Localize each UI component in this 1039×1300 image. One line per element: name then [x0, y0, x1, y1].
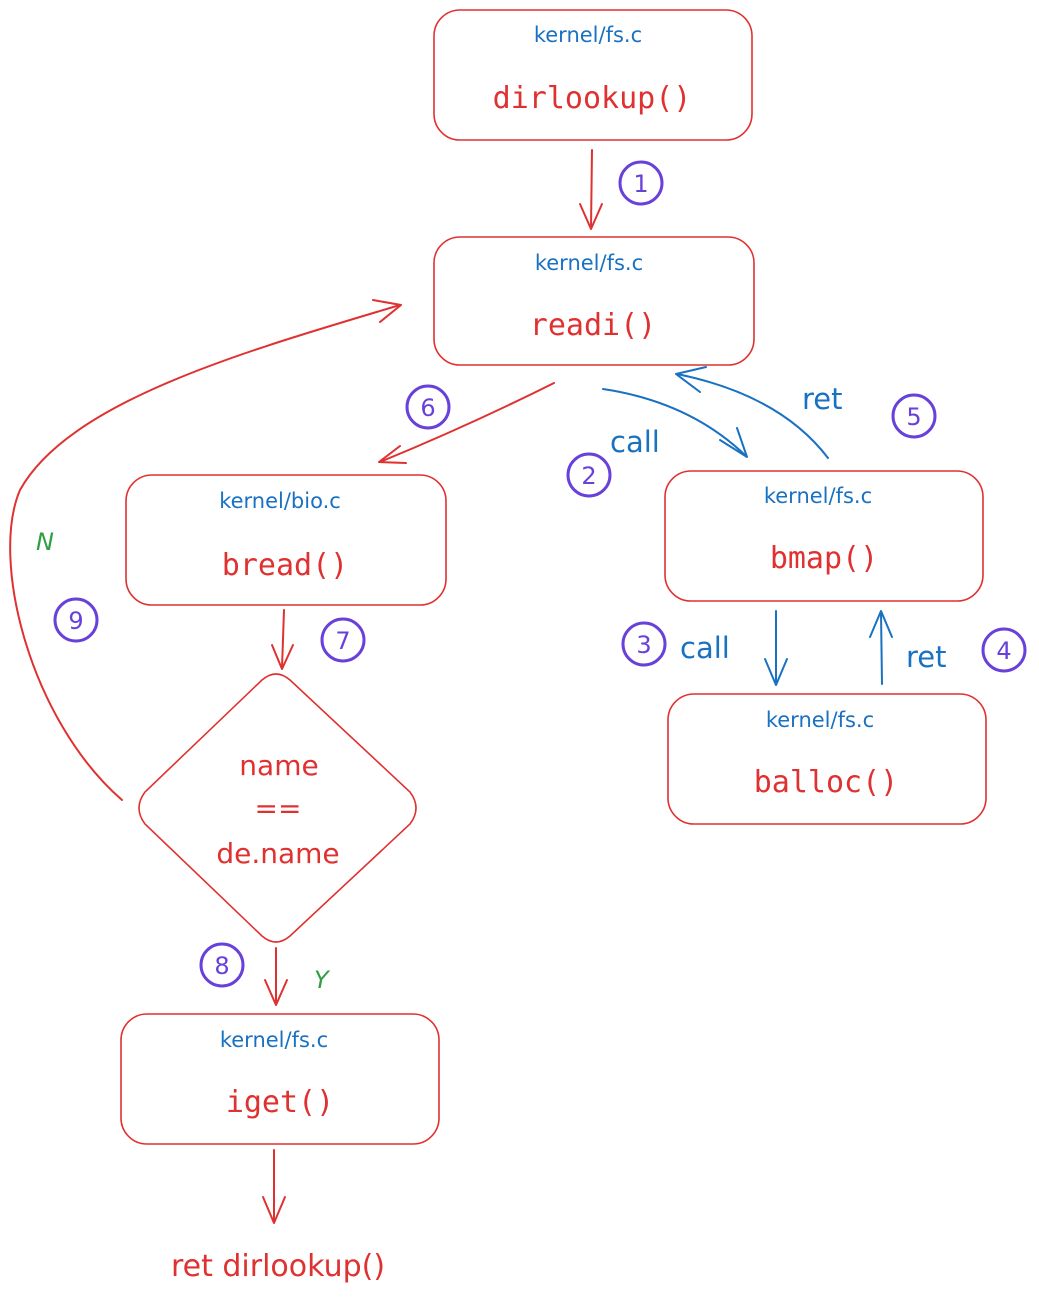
- edge-line: [9, 304, 401, 801]
- label-branch-no: N: [36, 528, 54, 556]
- node-balloc-func: balloc(): [754, 765, 899, 800]
- node-bread-func: bread(): [222, 548, 348, 583]
- edge-line: [590, 149, 593, 229]
- node-dirlookup-func: dirlookup(): [493, 81, 692, 116]
- end-ret-dirlookup: ret dirlookup(): [171, 1249, 385, 1284]
- step-circle: [621, 621, 667, 667]
- step-number: 5: [906, 403, 921, 431]
- step-number: 4: [996, 637, 1011, 665]
- arrowhead-icon: [262, 1196, 286, 1224]
- decision-line-3: de.name: [216, 837, 339, 870]
- arrowhead-icon: [764, 658, 788, 686]
- label-branch-yes: Y: [314, 966, 331, 994]
- step-marker-3: 3: [621, 621, 667, 667]
- edge-line: [281, 609, 285, 669]
- node-readi: kernel/fs.c readi(): [433, 236, 755, 366]
- node-bread-box: [125, 474, 447, 606]
- node-bmap-box: [664, 470, 984, 602]
- step-circle: [320, 617, 366, 663]
- arrowhead-icon: [869, 610, 893, 638]
- node-bmap-func: bmap(): [770, 541, 878, 576]
- node-readi-func: readi(): [530, 308, 656, 343]
- label-ret-bmap-readi: ret: [802, 382, 843, 416]
- node-bread: kernel/bio.c bread(): [125, 474, 447, 606]
- step-marker-1: 1: [618, 160, 664, 206]
- arrowhead-icon: [271, 644, 294, 670]
- edge-line: [379, 382, 555, 463]
- arrowhead-icon: [264, 979, 288, 1006]
- step-circle: [199, 942, 245, 988]
- edge-iget-to-end: [262, 1149, 286, 1224]
- node-readi-box: [433, 236, 755, 366]
- label-ret-balloc-bmap: ret: [906, 640, 947, 674]
- arrowhead-icon: [372, 299, 402, 323]
- arrowhead-icon: [675, 366, 707, 393]
- label-call-bmap-balloc: call: [680, 631, 730, 665]
- step-circle: [405, 384, 451, 430]
- decision-name-compare: name == de.name: [138, 673, 417, 943]
- decision-line-2: ==: [255, 792, 302, 825]
- decision-diamond: [138, 673, 417, 943]
- step-number: 8: [214, 952, 229, 980]
- decision-line-1: name: [239, 749, 318, 782]
- node-balloc-box: [667, 693, 987, 825]
- step-circle: [891, 393, 937, 439]
- edge-readi-to-bmap-call: [602, 388, 748, 458]
- node-bread-file: kernel/bio.c: [219, 489, 341, 513]
- node-balloc: kernel/fs.c balloc(): [667, 693, 987, 825]
- step-circle: [981, 627, 1027, 673]
- node-iget-box: [120, 1013, 440, 1145]
- edge-readi-to-bread: [378, 382, 555, 464]
- step-marker-9: 9: [53, 597, 99, 643]
- edge-decision-to-iget-yes: [264, 947, 288, 1006]
- step-circle: [618, 160, 664, 206]
- step-marker-8: 8: [199, 942, 245, 988]
- step-circle: [566, 452, 612, 498]
- node-readi-file: kernel/fs.c: [535, 251, 643, 275]
- node-iget-file: kernel/fs.c: [220, 1028, 328, 1052]
- step-marker-6: 6: [405, 384, 451, 430]
- arrowhead-icon: [378, 445, 407, 464]
- edge-line: [880, 611, 883, 685]
- node-bmap: kernel/fs.c bmap(): [664, 470, 984, 602]
- step-marker-4: 4: [981, 627, 1027, 673]
- step-marker-5: 5: [891, 393, 937, 439]
- node-dirlookup-box: [433, 9, 753, 141]
- arrowhead-icon: [579, 203, 603, 230]
- step-number: 7: [335, 627, 350, 655]
- step-number: 2: [581, 462, 596, 490]
- node-balloc-file: kernel/fs.c: [766, 708, 874, 732]
- node-bmap-file: kernel/fs.c: [764, 484, 872, 508]
- edge-line: [676, 373, 829, 459]
- step-circle: [53, 597, 99, 643]
- node-iget-func: iget(): [226, 1085, 334, 1120]
- label-call-readi-bmap: call: [610, 425, 660, 459]
- edge-bmap-to-readi-ret: [675, 366, 829, 459]
- edge-balloc-to-bmap-ret: [869, 610, 893, 685]
- node-dirlookup: kernel/fs.c dirlookup(): [433, 9, 753, 141]
- step-marker-7: 7: [320, 617, 366, 663]
- edge-dirlookup-to-readi: [579, 149, 603, 230]
- node-dirlookup-file: kernel/fs.c: [534, 23, 642, 47]
- step-number: 6: [420, 394, 435, 422]
- edge-decision-to-readi-no: [9, 299, 402, 801]
- arrowhead-icon: [719, 427, 748, 458]
- step-number: 9: [68, 607, 83, 635]
- step-number: 1: [633, 170, 648, 198]
- edge-bmap-to-balloc-call: [764, 610, 788, 686]
- edge-bread-to-decision: [271, 609, 294, 670]
- step-marker-2: 2: [566, 452, 612, 498]
- node-iget: kernel/fs.c iget(): [120, 1013, 440, 1145]
- edge-line: [602, 388, 747, 457]
- step-number: 3: [636, 631, 651, 659]
